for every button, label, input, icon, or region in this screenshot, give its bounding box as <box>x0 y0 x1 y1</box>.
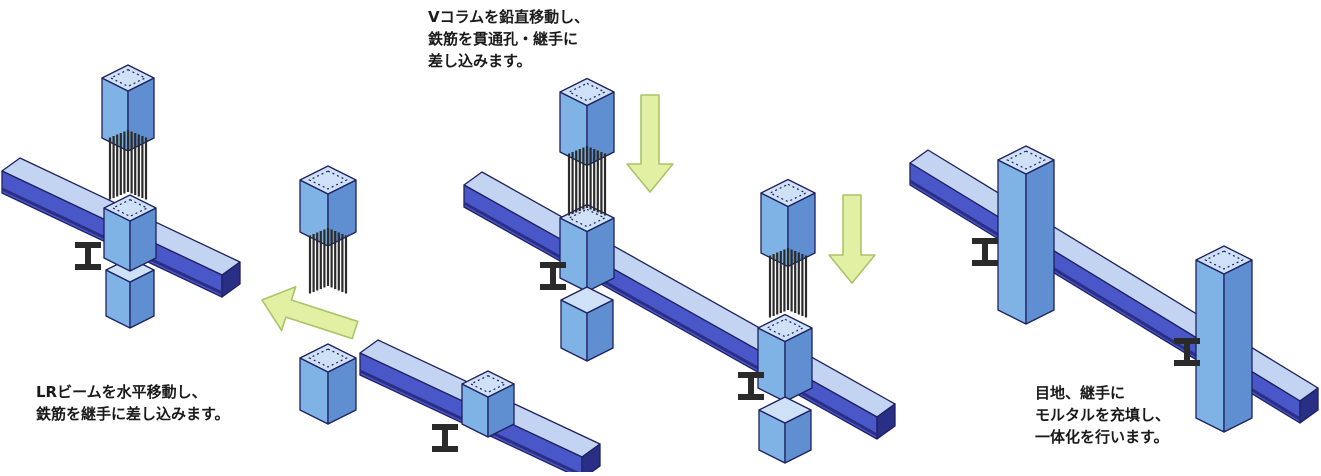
scene2-joint-block-right-top-face <box>757 313 813 343</box>
scene2-column-upper-right-rebar-holes <box>768 183 808 203</box>
scene2-beam-top-face <box>463 171 896 418</box>
scene3-column-right-left-face <box>1195 259 1225 433</box>
scene2-column-lower-left-top-face <box>560 286 614 314</box>
scene2-bracket-right-flange-top <box>738 372 764 378</box>
caption-mortar-line-3: 一体化を行います。 <box>1035 428 1169 446</box>
caption-lrbeam: LRビームを水平移動し、 鉄筋を継手に差し込みます。 <box>36 381 230 425</box>
caption-mortar-line-1: 目地、継手に <box>1035 384 1126 402</box>
scene1-rebars <box>108 130 148 200</box>
scene1-column-upper-top-face <box>101 64 155 92</box>
caption-mortar-line-2: モルタルを充填し、 <box>1035 406 1171 424</box>
scene3-column-right-rebar-holes <box>1204 250 1244 270</box>
scene3-column-right-top-face <box>1195 245 1253 275</box>
scene3-column-right-right-face <box>1223 259 1253 433</box>
scene3-bracket-left <box>972 238 998 266</box>
scene1-horizontal-arrow <box>261 285 359 340</box>
scene1-joint-block-top-face <box>103 194 157 222</box>
scene2-down-arrow-right <box>828 194 876 284</box>
scene2-beam-end-face <box>876 403 896 440</box>
scene2-column-upper-left <box>559 77 615 167</box>
scene2-bracket-left-flange-top <box>540 262 566 268</box>
scene1-moving-bracket-web <box>442 430 448 446</box>
scene2-rebars-right <box>768 248 808 318</box>
scene2-rebars-left <box>567 146 607 216</box>
scene1-column-bottom <box>299 343 357 425</box>
scene3-bracket-right <box>1174 338 1200 366</box>
scene3-bracket-right-flange-top <box>1174 338 1200 344</box>
scene1-joint-block <box>103 194 157 272</box>
scene2-beam <box>463 171 896 440</box>
scene1-moving-bracket-flange-top <box>432 424 458 430</box>
scene3-bracket-right-web <box>1184 344 1190 360</box>
scene1-bracket-web <box>85 248 91 264</box>
scene2-bracket-left-web <box>550 268 556 284</box>
scene1-beam-end-face <box>221 261 241 298</box>
scene2-bracket-right-web <box>748 378 754 394</box>
scene1-moving-bracket <box>432 424 458 452</box>
scene3-beam-top-face <box>909 149 1319 402</box>
scene1-bracket-flange-top <box>75 242 101 248</box>
scene3-column-left-left-face <box>997 159 1027 325</box>
scene3-bracket-left-web <box>982 244 988 260</box>
scene2-joint-block-right-rebar-holes <box>765 318 805 338</box>
scene2-joint-block-left-rebar-holes <box>567 208 607 228</box>
scene3-beam-end-face <box>1299 387 1319 424</box>
scene2-bracket-left-flange-bottom <box>540 284 566 290</box>
scene2-bracket-right-flange-bottom <box>738 394 764 400</box>
scene1-column-bottom-top-face <box>299 343 357 373</box>
caption-vcolumn: Vコラムを鉛直移動し、 鉄筋を貫通孔・継手に 差し込みます。 <box>428 6 589 72</box>
scene2-column-upper-right-top-face <box>760 178 816 208</box>
scene1-column-bottom-rebar-holes <box>308 348 348 368</box>
scene1-moving-bracket-flange-bottom <box>432 446 458 452</box>
scene1-moving-joint-top-face <box>461 370 515 398</box>
scene2-column-lower-right <box>758 396 812 464</box>
scene3-column-left-right-face <box>1025 159 1055 325</box>
scene3-column-left-rebar-holes <box>1006 150 1046 170</box>
scene3-column-left <box>997 145 1055 325</box>
caption-mortar: 目地、継手に モルタルを充填し、 一体化を行います。 <box>1035 382 1170 448</box>
scene2-column-lower-right-top-face <box>758 396 812 424</box>
caption-vcolumn-line-3: 差し込みます。 <box>428 52 532 70</box>
scene1-moving-beam-end-face <box>581 443 601 476</box>
scene2-bracket-right <box>738 372 764 400</box>
scene1-bracket-flange-bottom <box>75 264 101 270</box>
caption-vcolumn-line-1: Vコラムを鉛直移動し、 <box>428 8 590 26</box>
scene2-column-upper-left-top-face <box>559 77 615 107</box>
scene2-beam-lower-edge <box>463 201 878 437</box>
scene2-column-lower-left <box>560 286 614 362</box>
scene1-column-top-rebars <box>308 228 348 294</box>
scene2-column-upper-left-rebar-holes <box>567 82 607 102</box>
scene1-column-top-rebar-holes <box>308 170 348 190</box>
scene3-column-left-top-face <box>997 145 1055 175</box>
scene1-column-top-top-face <box>299 165 357 195</box>
caption-vcolumn-line-2: 鉄筋を貫通孔・継手に <box>428 30 579 48</box>
scene3-bracket-left-flange-top <box>972 238 998 244</box>
scene2-joint-block-right <box>757 313 813 403</box>
scene1-moving-joint <box>461 370 515 438</box>
caption-lrbeam-line-1: LRビームを水平移動し、 <box>36 383 207 401</box>
scene3-bracket-left-flange-bottom <box>972 260 998 266</box>
scene3-column-right <box>1195 245 1253 433</box>
scene2-bracket-left <box>540 262 566 290</box>
scene1-column-top <box>299 165 357 247</box>
scene1-bracket <box>75 242 101 270</box>
scene3-bracket-right-flange-bottom <box>1174 360 1200 366</box>
scene2-down-arrow-left <box>626 94 674 193</box>
scene2-joint-block-left <box>559 203 615 293</box>
caption-lrbeam-line-2: 鉄筋を継手に差し込みます。 <box>36 405 230 423</box>
scene2-column-upper-right <box>760 178 816 268</box>
